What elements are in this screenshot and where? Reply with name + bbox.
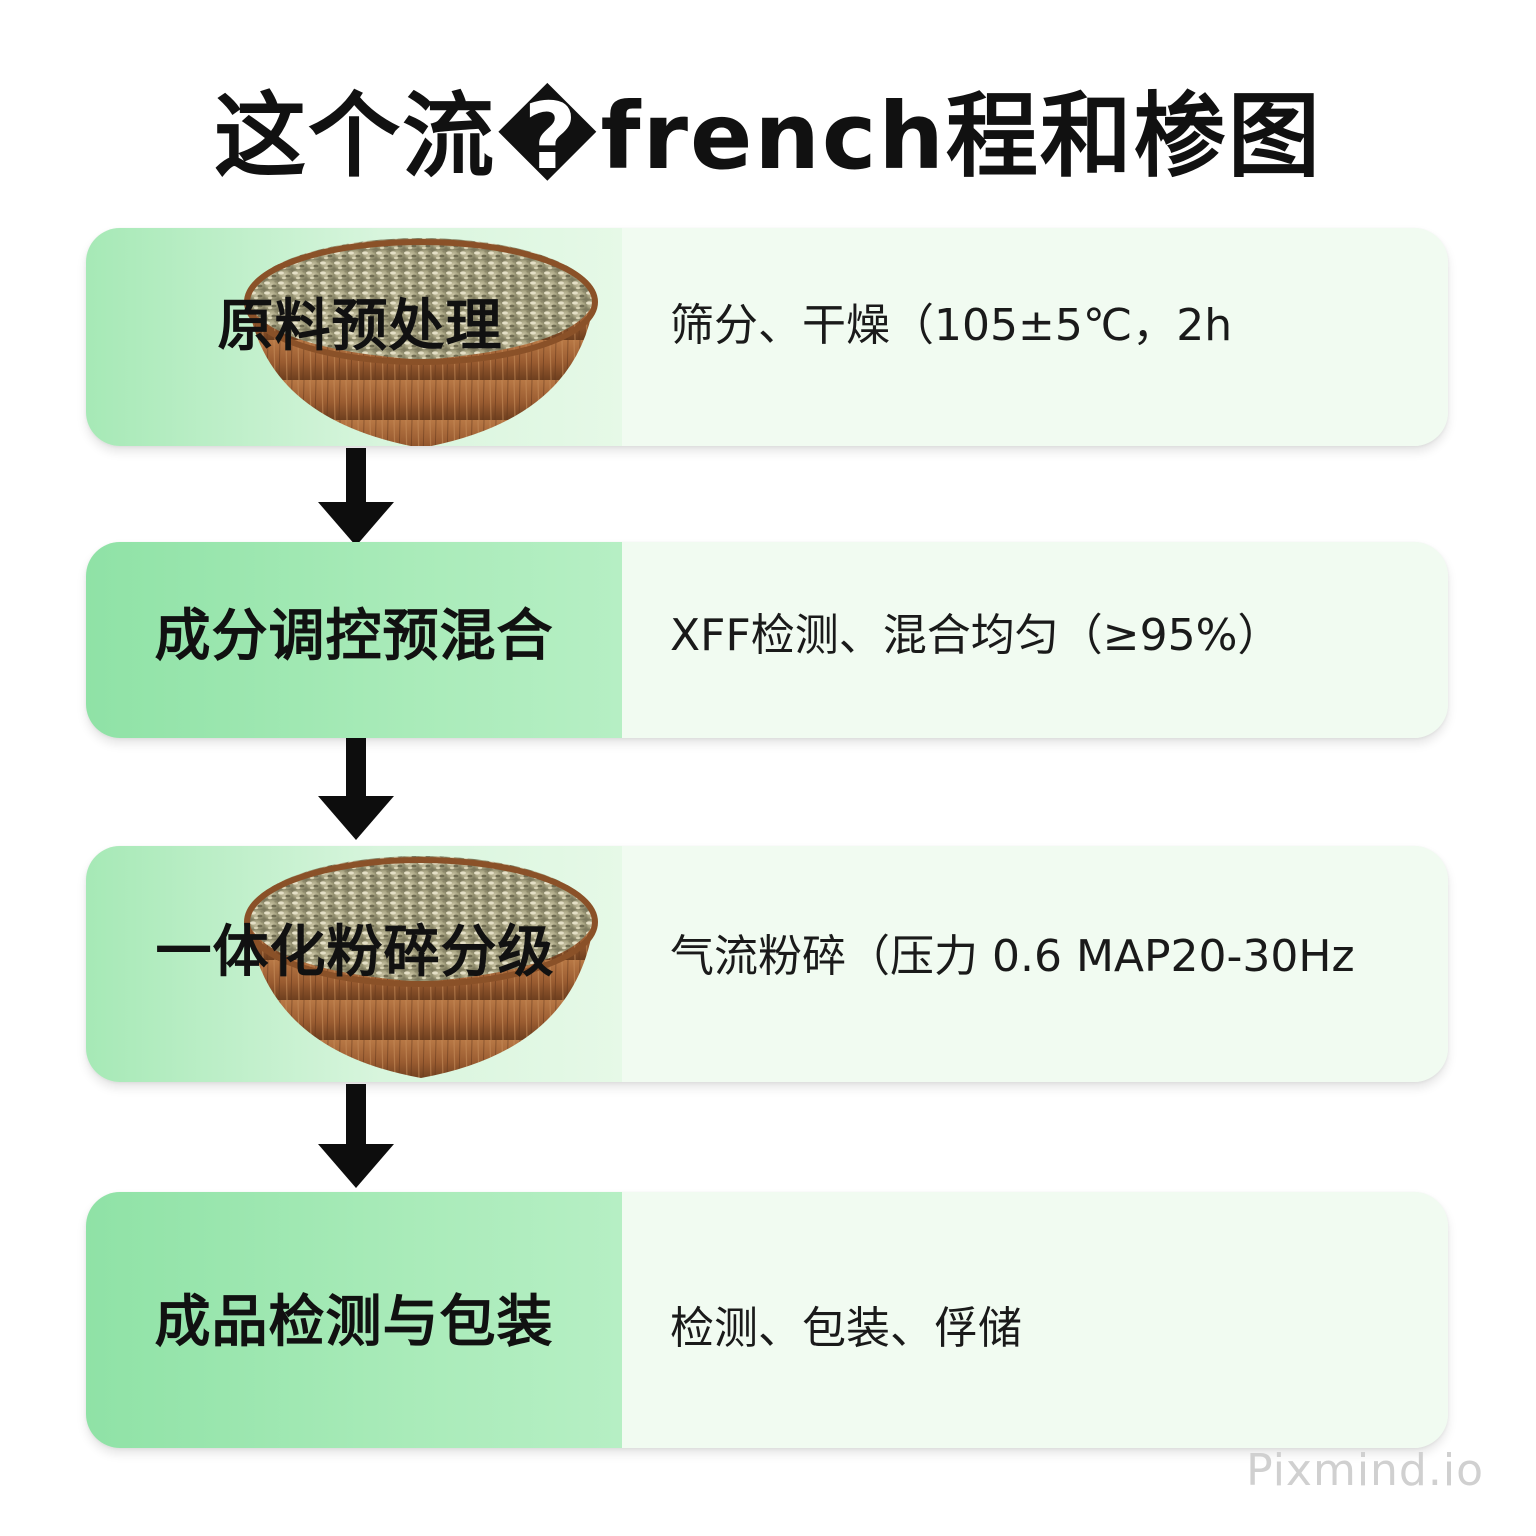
step-label: 成分调控预混合 xyxy=(155,591,554,672)
step-card-2: 成分调控预混合 XFF检测、混合均匀（≥95%） xyxy=(86,542,1448,738)
step-label-panel-4: 成品检测与包装 xyxy=(86,1192,622,1448)
step-desc: 检测、包装、俘储 xyxy=(670,1292,1022,1356)
step-card-4: 成品检测与包装 检测、包装、俘储 xyxy=(86,1192,1448,1448)
step-desc-panel-3: 气流粉碎（压力 0.6 MAP20-30Hz xyxy=(622,846,1448,1082)
step-card-3: 一体化粉碎分级 气流粉碎（压力 0.6 MAP20-30Hz xyxy=(86,846,1448,1082)
arrow-down-icon xyxy=(318,1084,394,1186)
arrow-down-icon xyxy=(318,448,394,544)
step-label-panel-3: 一体化粉碎分级 xyxy=(86,846,622,1082)
step-desc-panel-2: XFF检测、混合均匀（≥95%） xyxy=(622,542,1448,738)
step-desc-panel-4: 检测、包装、俘储 xyxy=(622,1192,1448,1448)
step-desc: 气流粉碎（压力 0.6 MAP20-30Hz xyxy=(670,920,1355,984)
step-desc: XFF检测、混合均匀（≥95%） xyxy=(670,599,1281,663)
step-desc-panel-1: 筛分、干燥（105±5℃，2h xyxy=(622,228,1448,446)
step-label: 原料预处理 xyxy=(218,281,503,362)
step-label-panel-2: 成分调控预混合 xyxy=(86,542,622,738)
diagram-title: 这个流�french程和椮图 xyxy=(0,82,1536,192)
step-label: 一体化粉碎分级 xyxy=(156,907,555,988)
watermark: Pixmind.io xyxy=(1246,1445,1484,1496)
step-label: 成品检测与包装 xyxy=(155,1277,554,1358)
step-desc: 筛分、干燥（105±5℃，2h xyxy=(670,289,1232,353)
arrow-down-icon xyxy=(318,738,394,838)
step-label-panel-1: 原料预处理 xyxy=(86,228,622,446)
step-card-1: 原料预处理 筛分、干燥（105±5℃，2h xyxy=(86,228,1448,446)
